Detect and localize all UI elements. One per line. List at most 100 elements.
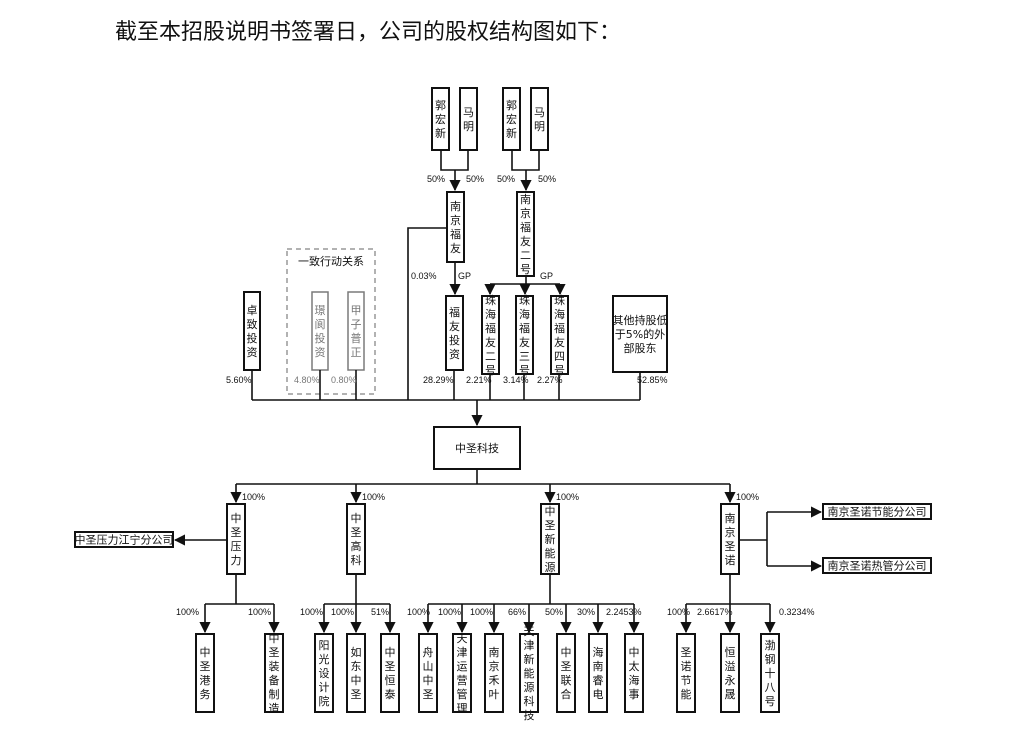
- branch-jiangning: 中圣压力江宁分公司: [74, 531, 174, 548]
- grandchild-tianjinyy: 天津运营管理: [452, 632, 472, 715]
- owner-join-1: [440, 150, 469, 171]
- grandchild-ruidian: 海南睿电: [588, 633, 608, 713]
- pct-gc-heye: 100%: [470, 607, 493, 617]
- grandchild-tianjinxny-label: 天津新能源科技: [524, 625, 535, 722]
- pct-sub-gaoke: 100%: [362, 492, 385, 502]
- shareholder-jiazi-label: 甲子普正: [351, 304, 362, 359]
- company-zhongsheng-label: 中圣科技: [455, 441, 499, 455]
- grandchild-bohai: 渤钢十八号: [760, 633, 780, 713]
- pct-sub-xinneng: 100%: [556, 492, 579, 502]
- shareholder-fuyou-label: 福友投资: [449, 305, 460, 361]
- pct-gc-tianjinxny: 66%: [508, 607, 526, 617]
- pct-gc-ruidian: 30%: [577, 607, 595, 617]
- grandchild-yangguang-label: 阳光设计院: [319, 639, 330, 708]
- pct-gc-bohai: 0.3234%: [779, 607, 815, 617]
- pct-gc-rudong: 100%: [331, 607, 354, 617]
- grandchild-taihai: 中太海事: [624, 633, 644, 713]
- branch-jieneng-label: 南京圣诺节能分公司: [828, 505, 927, 519]
- subsidiary-shengnuo: 南京圣诺: [720, 503, 740, 575]
- grandchild-ganggwu: 中圣港务: [195, 633, 215, 713]
- pct-sub-shengnuo: 100%: [736, 492, 759, 502]
- pct-p_guo1: 50%: [427, 174, 445, 184]
- pct-zh4: 2.27%: [537, 375, 563, 385]
- company-zhongsheng: 中圣科技: [433, 426, 521, 470]
- shareholder-fuyou: 福友投资: [445, 295, 464, 371]
- grandchild-lianhe: 中圣联合: [556, 633, 576, 713]
- owner-guo1: 郭宏新: [431, 87, 450, 151]
- grandchild-tianjinxny: 天津新能源科技: [519, 625, 539, 722]
- pct-zh2: 2.21%: [466, 375, 492, 385]
- branch-reguan-label: 南京圣诺热管分公司: [828, 559, 927, 573]
- group-label: 一致行动关系: [298, 254, 364, 268]
- shareholder-zh2-label: 珠海福友二号: [485, 293, 496, 377]
- grandchild-rudong: 如东中圣: [346, 633, 366, 713]
- owner-guo2-label: 郭宏新: [506, 99, 517, 140]
- subsidiary-shengnuo-label: 南京圣诺: [725, 512, 736, 567]
- owner-ma2: 马明: [530, 87, 549, 151]
- grandchild-tianjinyy-label: 天津运营管理: [457, 632, 468, 715]
- owner-join-2: [511, 150, 540, 171]
- grandchild-hengtai: 中圣恒泰: [380, 633, 400, 713]
- grandchild-zhuangbei: 中圣装备制造: [264, 632, 284, 715]
- pct-gc-tianjinyy: 100%: [438, 607, 461, 617]
- grandchild-ruidian-label: 海南睿电: [593, 645, 604, 701]
- grandchild-hengyi-label: 恒溢永晟: [725, 646, 736, 701]
- page-heading: 截至本招股说明书签署日，公司的股权结构图如下：: [115, 20, 622, 45]
- grandchild-heye-label: 南京禾叶: [489, 646, 500, 701]
- shareholder-zh4-label: 珠海福友四号: [554, 293, 565, 377]
- shareholder-pujue-label: 璟阆投资: [315, 304, 326, 359]
- owner-ma1-label: 马明: [463, 106, 474, 133]
- grandchild-zhuangbei-label: 中圣装备制造: [269, 632, 280, 715]
- shareholder-zh4: 珠海福友四号: [550, 293, 569, 377]
- pct-p_ma1: 50%: [466, 174, 484, 184]
- pct-zh3: 3.14%: [503, 375, 529, 385]
- pct-fuyou: 28.29%: [423, 375, 454, 385]
- grandchild-taihai-label: 中太海事: [629, 646, 640, 701]
- owner-guo1-label: 郭宏新: [435, 99, 446, 140]
- grandchild-hengtai-label: 中圣恒泰: [385, 646, 396, 701]
- shareholder-jiazi: 甲子普正: [347, 291, 365, 371]
- grandchild-lianhe-label: 中圣联合: [561, 646, 572, 701]
- pct-nanjingfuyou-direct: 0.03%: [411, 271, 437, 281]
- shareholder-zh3: 珠海福友三号: [515, 293, 534, 377]
- owner-ma1: 马明: [459, 87, 478, 151]
- grandchild-bohai-label: 渤钢十八号: [765, 639, 776, 708]
- shareholder-zhuozhi: 卓致投资: [243, 291, 261, 371]
- shareholder-zh2: 珠海福友二号: [481, 293, 500, 377]
- grandchild-yangguang: 阳光设计院: [314, 633, 334, 713]
- pct-pujue: 4.80%: [294, 375, 320, 385]
- entity-nanjingfuyou-label: 南京福友: [450, 200, 461, 255]
- gp-label-2: GP: [540, 271, 553, 281]
- grandchild-rudong-label: 如东中圣: [351, 645, 362, 701]
- owner-guo2: 郭宏新: [502, 87, 521, 151]
- gp-label-1: GP: [458, 271, 471, 281]
- grandchild-hengyi: 恒溢永晟: [720, 633, 740, 713]
- pct-gc-lianhe: 50%: [545, 607, 563, 617]
- grandchild-jieneng2: 圣诺节能: [676, 633, 696, 713]
- grandchild-heye: 南京禾叶: [484, 633, 504, 713]
- branch-reguan: 南京圣诺热管分公司: [822, 557, 932, 574]
- shareholder-others: 其他持股低于5%的外部股东: [612, 295, 668, 373]
- subsidiary-gaoke: 中圣高科: [346, 503, 366, 575]
- subsidiary-yali: 中圣压力: [226, 503, 246, 575]
- pct-gc-zhoushan: 100%: [407, 607, 430, 617]
- subsidiary-xinneng: 中圣新能源: [540, 503, 560, 575]
- pct-gc-hengyi: 2.6617%: [697, 607, 733, 617]
- shareholder-pujue: 璟阆投资: [311, 291, 329, 371]
- pct-sub-yali: 100%: [242, 492, 265, 502]
- pct-gc-taihai: 2.2453%: [606, 607, 642, 617]
- subsidiary-xinneng-label: 中圣新能源: [545, 505, 556, 574]
- pct-jiazi: 0.80%: [331, 375, 357, 385]
- pct-gc-jieneng2: 100%: [667, 607, 690, 617]
- branch-jieneng: 南京圣诺节能分公司: [822, 503, 932, 520]
- subsidiary-yali-label: 中圣压力: [231, 512, 242, 567]
- pct-gc-ganggwu: 100%: [176, 607, 199, 617]
- nanjingfuyou-direct-line: [407, 227, 447, 400]
- grandchild-jieneng2-label: 圣诺节能: [681, 646, 692, 701]
- entity-nanjingfuyou: 南京福友: [446, 191, 465, 263]
- grandchild-zhoushan-label: 舟山中圣: [423, 645, 434, 701]
- pct-zhuozhi: 5.60%: [226, 375, 252, 385]
- shareholder-zh3-label: 珠海福友三号: [519, 293, 530, 377]
- owner-ma2-label: 马明: [534, 106, 545, 133]
